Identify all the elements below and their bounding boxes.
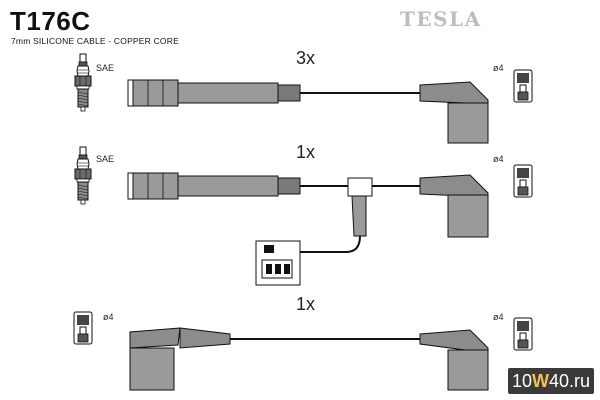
row2-boot-cap [127,172,134,200]
row2-cable-assembly [74,146,533,286]
row2-left-label: SAE [96,154,115,164]
row3-right-coil-terminal-icon [513,317,533,351]
cable-spec-subtitle: 7mm SILICONE CABLE - COPPER CORE [11,36,179,46]
row2-sensor-wire [300,235,361,253]
row2-splice-housing [347,177,373,197]
row2-boot-tip [277,177,301,195]
row2-quantity: 1x [296,142,316,162]
row1-quantity: 3x [296,48,316,68]
brand-logo: TESLA [400,7,482,31]
row2-boot-body [177,175,279,197]
row3-right-label: ø4 [493,312,504,322]
row3-right-boot-head [447,349,489,391]
row1-boot-grip [132,79,179,107]
watermark-suffix: 40.ru [549,371,591,391]
row3-left-angled-boot [129,327,181,349]
row1-coil-terminal-icon [513,69,533,103]
row1-right-label: ø4 [493,63,504,73]
row3-cable-assembly [73,311,533,391]
row3-left-label: ø4 [103,312,114,322]
row2-spark-plug-icon [74,146,92,205]
product-code-title: T176C [10,6,91,36]
row3-left-coil-terminal-icon [73,311,93,345]
row3-quantity: 1x [296,294,316,314]
row2-sensor-lead-boot [351,195,367,237]
watermark-highlight: W [532,371,549,391]
row1-boot-tip [277,84,301,102]
row2-right-label: ø4 [493,154,504,164]
row1-boot-body [177,82,279,104]
watermark-badge: 10W40.ru [508,368,594,394]
row1-spark-plug-icon [74,53,92,112]
row1-boot-head [447,102,489,144]
row2-boot-head [447,194,489,238]
row2-boot-grip [132,172,179,200]
row1-boot-cap [127,79,134,107]
watermark-prefix: 10 [511,371,532,391]
row1-cable-assembly [74,53,533,144]
row2-coil-terminal-icon [513,164,533,198]
row3-left-boot-head [129,347,175,391]
row1-left-label: SAE [96,63,115,73]
